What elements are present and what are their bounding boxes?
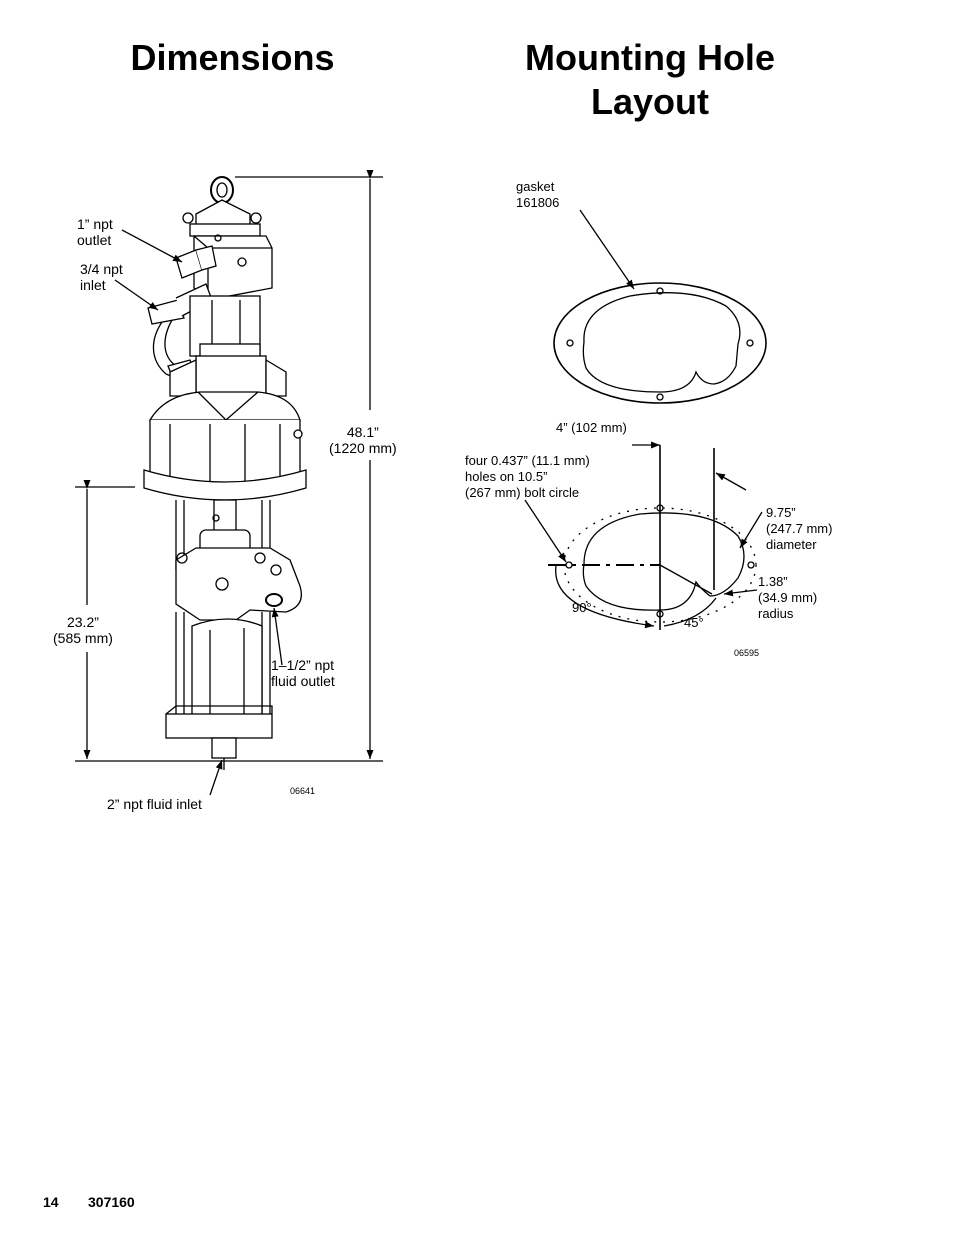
outlet-1in-label: 1” npt outlet [77, 216, 113, 248]
inlet-3-4-label: 3/4 npt inlet [80, 261, 123, 293]
angle-45-label: 45° [684, 615, 704, 630]
overall-height-label: 48.1” (1220 mm) [329, 424, 397, 456]
gasket [553, 282, 767, 404]
gasket-label: gasket 161806 [516, 179, 560, 210]
pump-figure-id: 06641 [290, 786, 316, 796]
fluid-inlet-label: 2” npt fluid inlet [107, 796, 202, 812]
document-number: 307160 [88, 1194, 135, 1210]
mounting-figure-id: 06595 [734, 648, 760, 658]
offset-4in-label: 4” (102 mm) [556, 420, 627, 435]
fluid-outlet-label: 1–1/2” npt fluid outlet [271, 657, 335, 689]
lower-height-label: 23.2” (585 mm) [53, 614, 113, 646]
holes-label: four 0.437” (11.1 mm) holes on 10.5” (26… [465, 453, 590, 500]
angle-90-label: 90° [572, 600, 592, 615]
dimensions-title: Dimensions [130, 37, 335, 78]
mounting-hole-layout-title: Mounting Hole Layout [525, 37, 775, 122]
page-number: 14 [43, 1194, 59, 1210]
radius-label: 1.38” (34.9 mm) radius [758, 574, 818, 621]
diameter-label: 9.75” (247.7 mm) diameter [766, 505, 833, 552]
